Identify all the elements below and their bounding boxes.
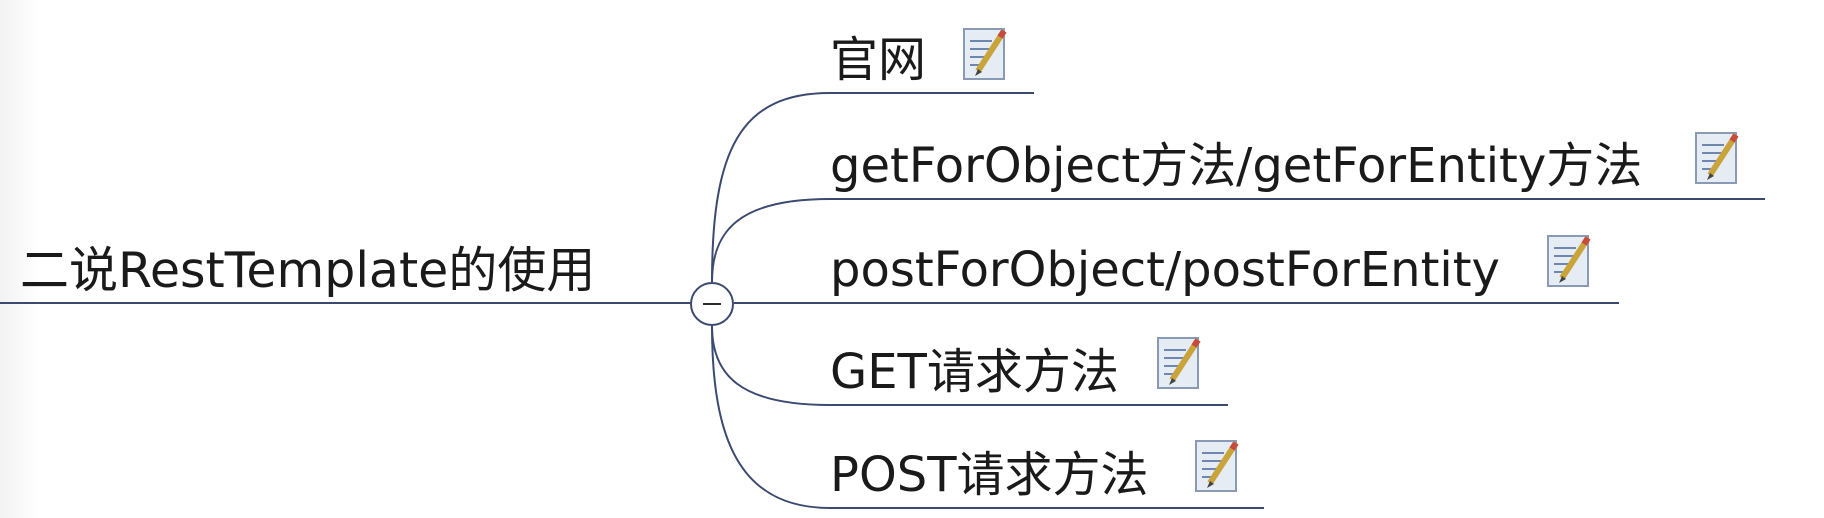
branch-1-connector [711, 92, 831, 283]
note-pencil-icon[interactable] [1546, 232, 1594, 290]
branch-topic-4[interactable]: GET请求方法 [830, 344, 1119, 400]
branch-4-connector [711, 325, 831, 406]
branch-topic-3[interactable]: postForObject/postForEntity [830, 242, 1500, 298]
note-pencil-icon[interactable] [1156, 334, 1204, 392]
minus-icon [703, 303, 721, 305]
note-pencil-icon[interactable] [1194, 437, 1242, 495]
branch-5-connector [711, 325, 831, 509]
branch-2-connector [711, 198, 831, 283]
collapse-toggle-button[interactable] [690, 282, 734, 326]
branch-topic-1[interactable]: 官网 [830, 32, 927, 88]
note-pencil-icon[interactable] [1694, 129, 1742, 187]
branch-topic-2[interactable]: getForObject方法/getForEntity方法 [830, 138, 1643, 194]
note-pencil-icon[interactable] [962, 25, 1010, 83]
branch-topic-5[interactable]: POST请求方法 [830, 447, 1149, 503]
root-topic-label[interactable]: 二说RestTemplate的使用 [20, 242, 596, 299]
